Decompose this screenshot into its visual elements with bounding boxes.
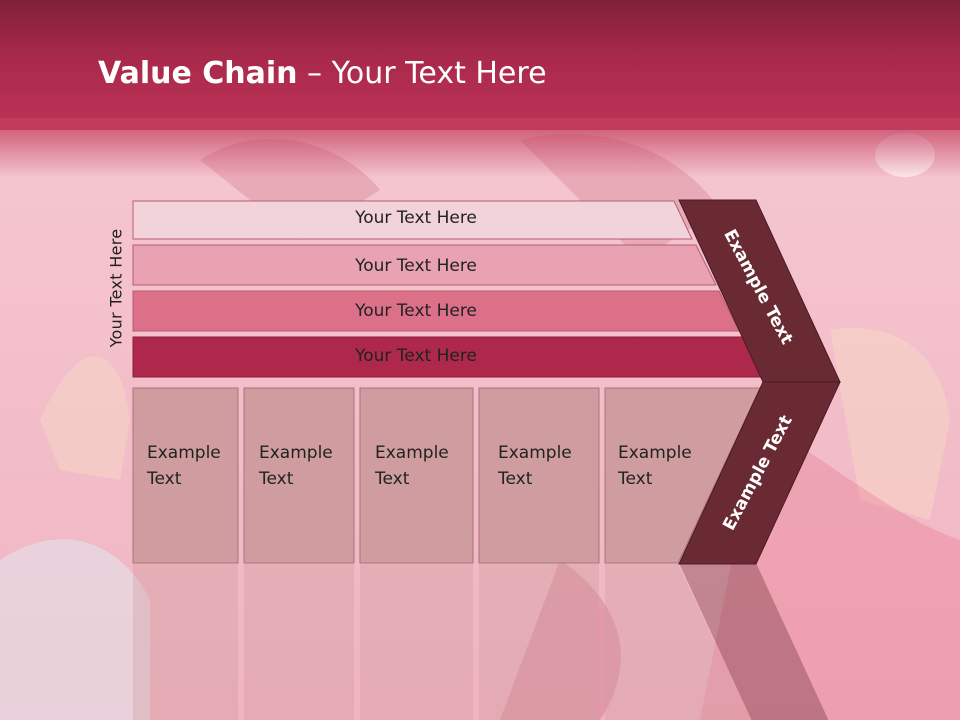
slide-title-rest: – Your Text Here	[297, 56, 547, 91]
primary-column-5[interactable]	[604, 387, 761, 564]
title-bar	[0, 0, 960, 130]
support-bar-1-label: Your Text Here	[355, 208, 477, 228]
primary-column-3[interactable]	[359, 387, 474, 564]
support-bar-4-label: Your Text Here	[355, 346, 477, 366]
slide-title[interactable]: Value Chain – Your Text Here	[98, 56, 547, 91]
support-bar-2[interactable]	[132, 244, 717, 286]
diagram-reflection	[0, 564, 960, 720]
primary-column-2[interactable]	[243, 387, 355, 564]
margin-chevron-lower[interactable]	[678, 381, 841, 565]
primary-column-1[interactable]	[132, 387, 239, 564]
title-bar-fade	[0, 118, 960, 178]
support-bar-1[interactable]	[132, 200, 693, 240]
support-bar-3-label: Your Text Here	[355, 301, 477, 321]
slide-title-bold: Value Chain	[98, 56, 298, 91]
primary-column-3-label: Example Text	[375, 443, 449, 489]
primary-column-1-label: Example Text	[147, 443, 221, 489]
support-bar-2-label: Your Text Here	[355, 256, 477, 276]
primary-column-5-label: Example Text	[618, 443, 692, 489]
primary-column-2-label: Example Text	[259, 443, 333, 489]
primary-column-4[interactable]	[478, 387, 600, 564]
primary-column-4-label: Example Text	[498, 443, 572, 489]
